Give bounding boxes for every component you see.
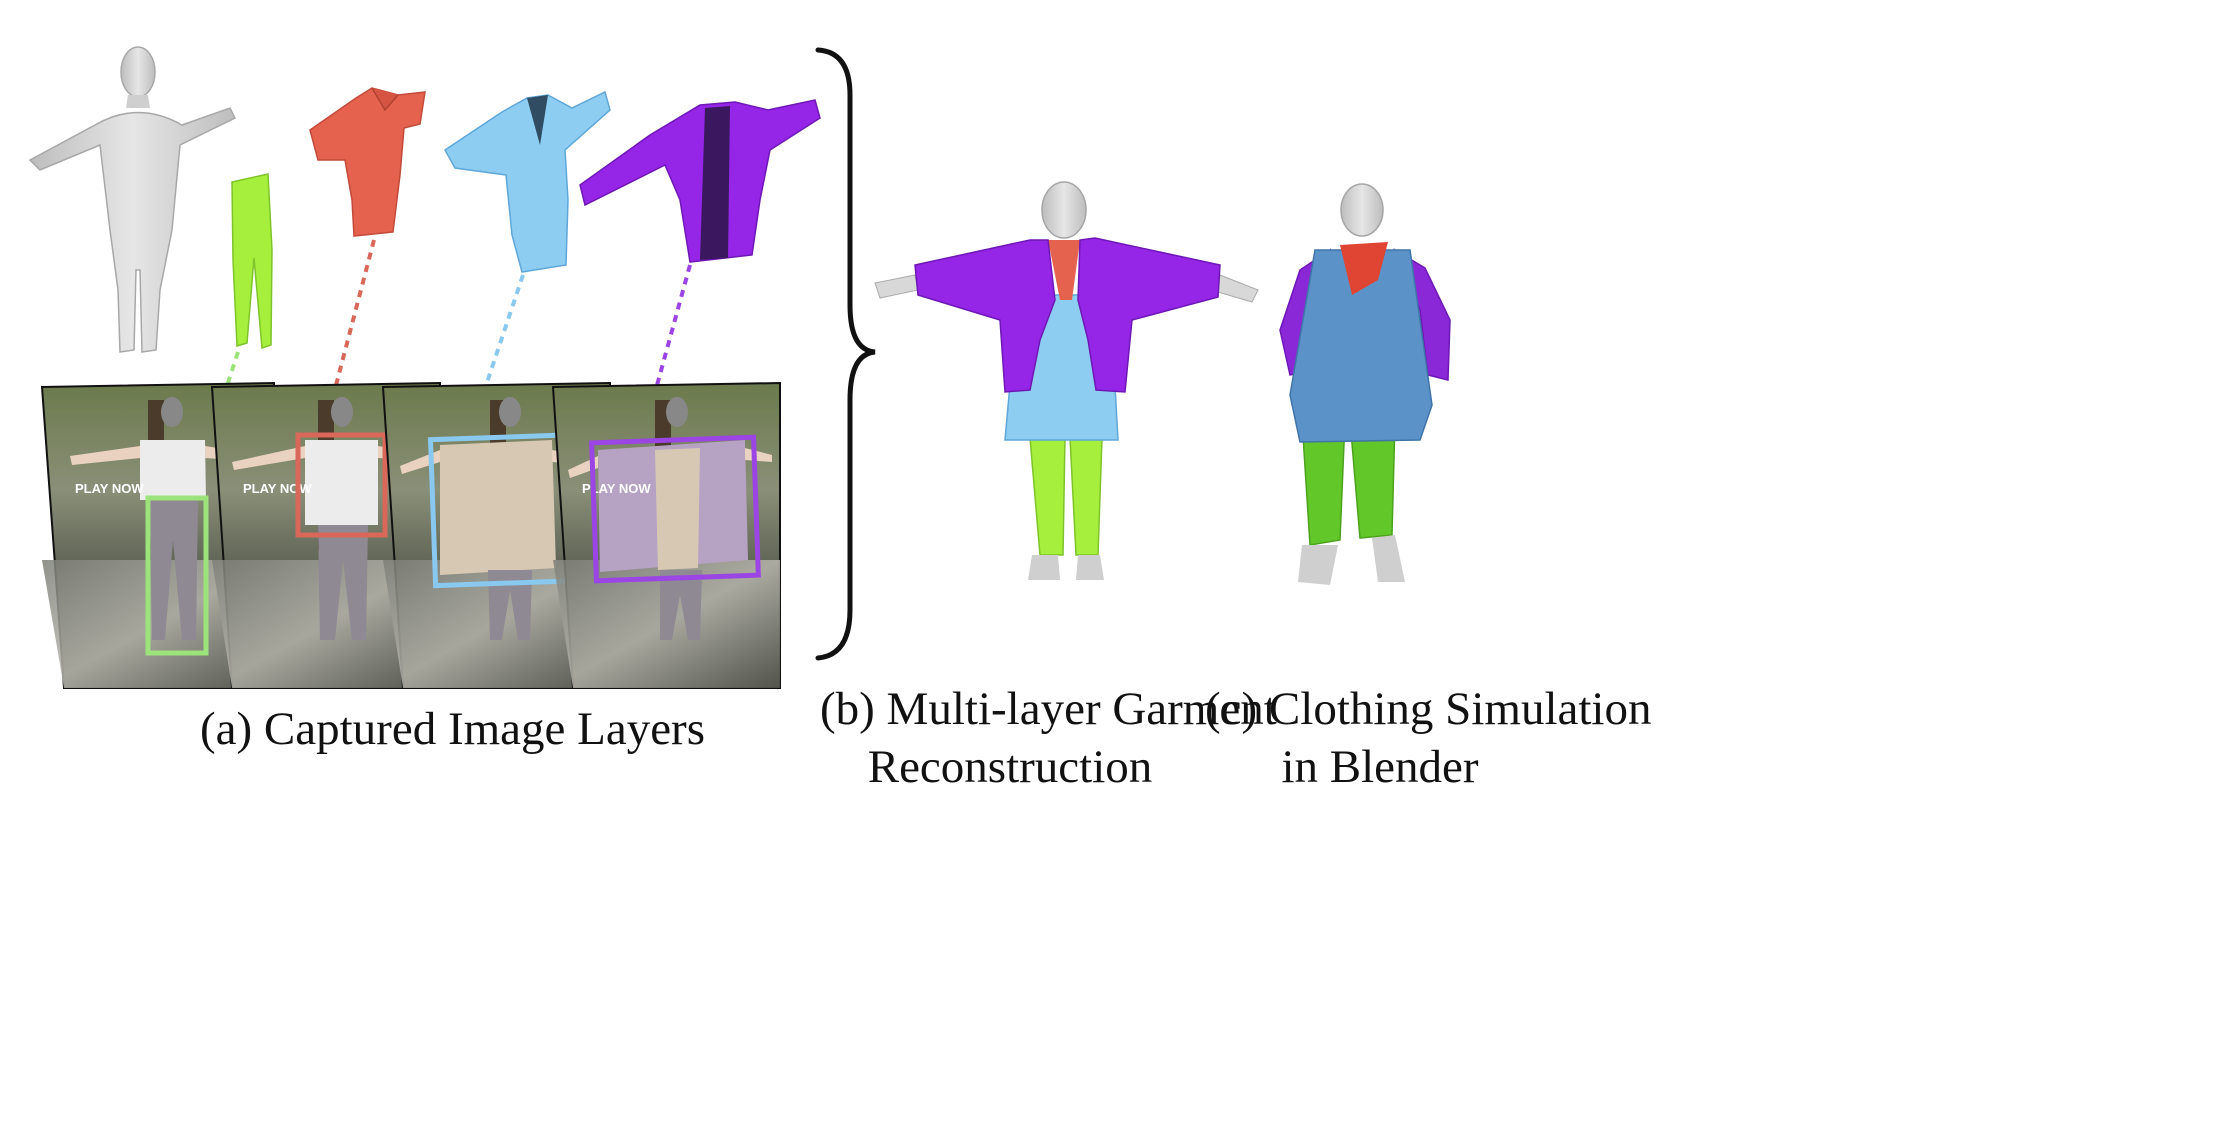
caption-c: (c) Clothing Simulation in Blender <box>1205 680 1652 796</box>
pants-mesh-icon <box>231 173 273 350</box>
photo-stack: PLAY NOW PLAY NOW <box>40 381 781 689</box>
body-mesh-icon <box>28 46 237 353</box>
connector-tshirt <box>463 274 525 449</box>
caption-b-line1: (b) Multi-layer Garment <box>820 683 1277 735</box>
caption-b-line2: Reconstruction <box>867 741 1153 793</box>
caption-c-line2: in Blender <box>1281 741 1479 793</box>
bbox-pants <box>145 495 209 656</box>
caption-c-line1: (c) Clothing Simulation <box>1205 683 1652 735</box>
photo-sign-text: PLAY NOW <box>243 481 312 496</box>
photo-layer-2: PLAY NOW <box>210 381 442 689</box>
jacket-mesh-icon <box>579 99 821 263</box>
bbox-shirt <box>295 432 388 538</box>
photo-sign-text: PLAY NOW <box>75 481 144 496</box>
bbox-jacket <box>589 434 761 584</box>
connector-jacket <box>640 264 692 441</box>
photo-layer-4: PLAY NOW <box>551 381 781 689</box>
curly-brace <box>815 47 876 661</box>
simulation-figure <box>1279 183 1451 585</box>
photo-layer-3 <box>381 381 612 689</box>
caption-b: (b) Multi-layer Garment Reconstruction <box>820 680 1277 796</box>
photo-sign-text: PLAY NOW <box>582 481 651 496</box>
tshirt-mesh-icon <box>444 90 611 273</box>
shirt-mesh-icon <box>309 87 426 237</box>
caption-a: (a) Captured Image Layers <box>200 703 705 755</box>
connector-lines <box>188 239 692 501</box>
reconstruction-figure <box>874 181 1259 580</box>
